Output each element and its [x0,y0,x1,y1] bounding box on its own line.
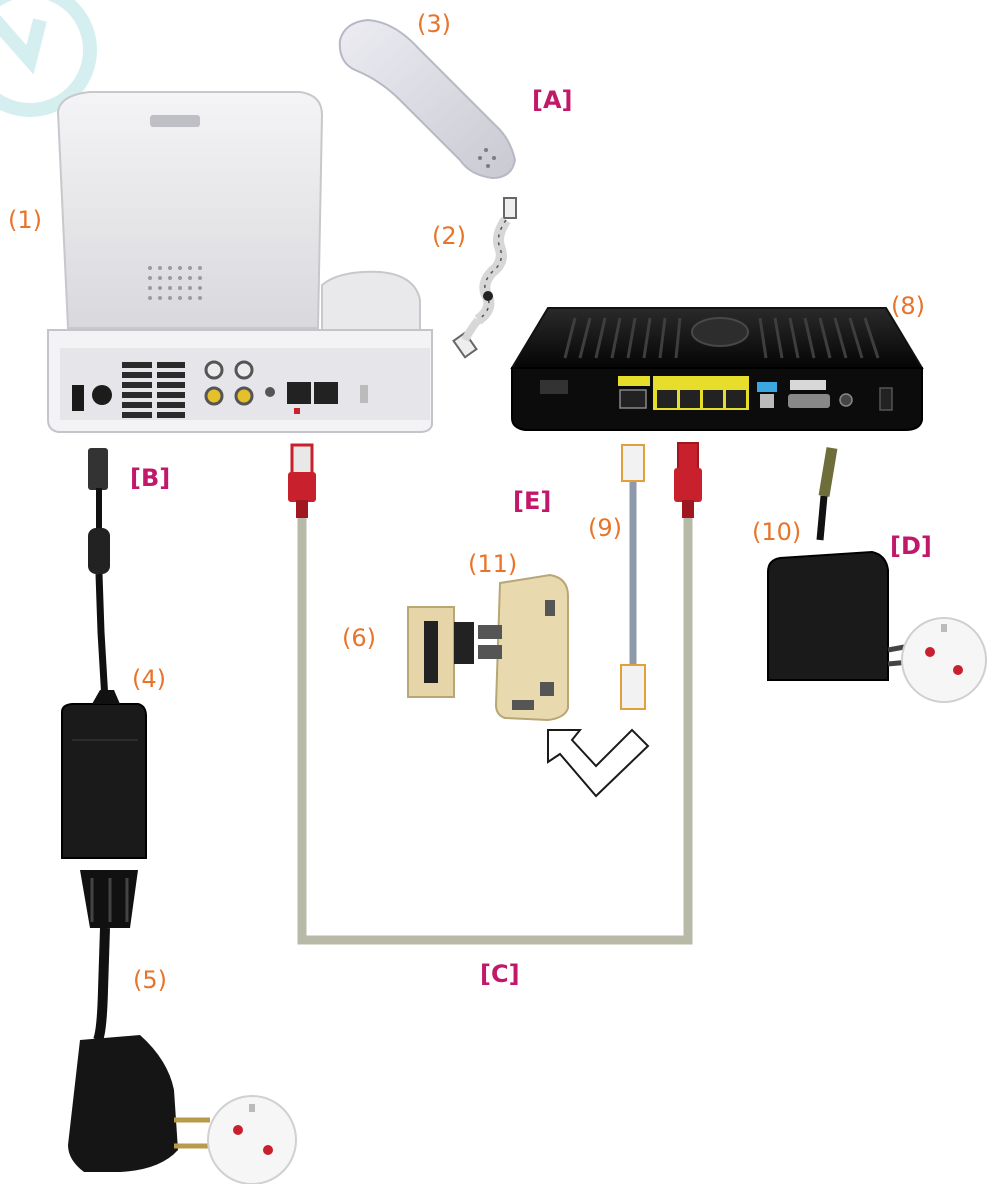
hollow-chevron-arrow-icon [547,728,650,798]
power-adapter [61,448,147,859]
handset [338,18,517,180]
router-power-supply [767,447,911,681]
ethernet-plug-right [674,442,702,518]
wall-outlet-right [901,617,987,703]
tag-connection-e: [E] [513,487,552,515]
label-component-6: (6) [342,624,376,652]
label-component-11: (11) [468,550,518,578]
adsl-router [510,307,924,431]
label-component-10: (10) [752,518,802,546]
mains-cable [68,870,210,1172]
label-component-4: (4) [132,665,166,693]
label-component-1: (1) [8,206,42,234]
tag-connection-a: [A] [532,86,573,114]
label-component-2: (2) [432,222,466,250]
wall-phone-socket [407,606,474,698]
videophone-terminal [47,91,433,433]
label-component-5: (5) [133,966,167,994]
label-component-8: (8) [891,292,925,320]
circle-arrow-watermark-icon [0,0,97,117]
wall-outlet-left [207,1095,297,1184]
ethernet-plug-left [288,443,316,518]
coiled-cord [452,197,517,359]
phone-adapter [478,573,569,722]
tag-connection-c: [C] [480,960,520,988]
label-component-9: (9) [588,514,622,542]
rj11-cable [620,444,646,710]
tag-connection-b: [B] [130,464,171,492]
ethernet-cable [288,442,702,945]
tag-connection-d: [D] [890,532,932,560]
label-component-3: (3) [417,10,451,38]
